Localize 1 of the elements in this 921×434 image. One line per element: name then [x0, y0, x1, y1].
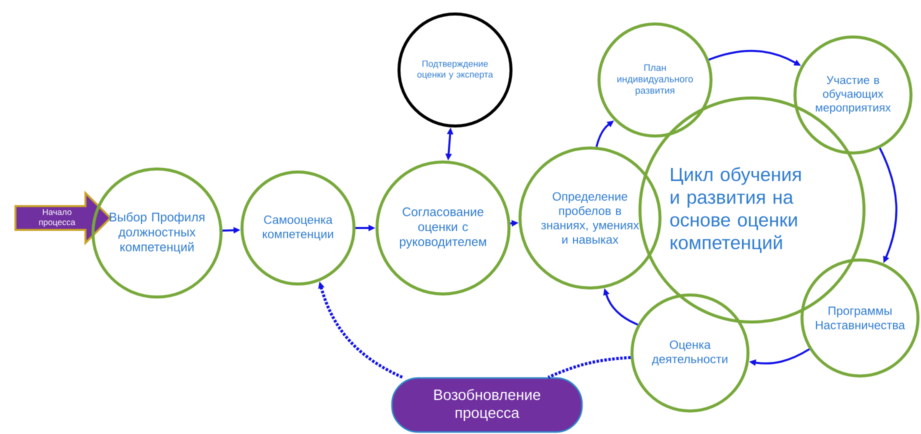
process-pill: Возобновление процесса: [391, 377, 583, 433]
